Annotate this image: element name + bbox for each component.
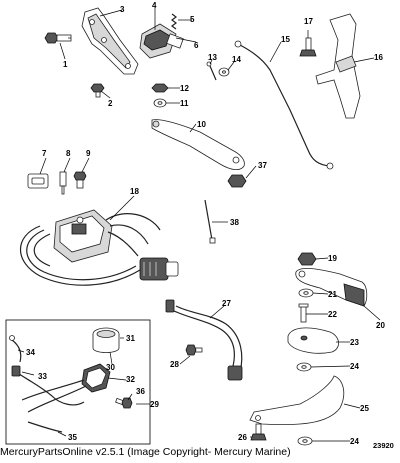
callout-20: 20: [376, 321, 385, 330]
callout-37: 37: [258, 161, 267, 170]
callout-22: 22: [328, 310, 337, 319]
part-34-lead: [9, 335, 22, 363]
callout-10: 10: [197, 120, 206, 129]
callout-24a: 24: [350, 362, 359, 371]
part-22-pin: [298, 303, 309, 323]
callout-36: 36: [136, 387, 145, 396]
callout-17: 17: [304, 17, 313, 26]
part-3-bracket: [81, 7, 139, 75]
callout-3: 3: [120, 5, 125, 14]
callout-27: 27: [222, 299, 231, 308]
callout-11: 11: [180, 99, 189, 108]
part-32-switch: [21, 363, 111, 413]
part-20-lever: [295, 268, 368, 307]
part-1-bolt: [44, 32, 72, 44]
part-31-cup: [92, 327, 120, 353]
part-12-nut: [151, 83, 169, 93]
callout-12: 12: [180, 84, 189, 93]
callouts: 1 2 3 4 5 6 7 8 9 10 11 12 13 14 15 16 1…: [26, 1, 385, 446]
part-17-bolt: [299, 37, 317, 57]
part-27-harness: [165, 299, 243, 381]
diagram-id: 23920: [373, 441, 394, 450]
callout-1: 1: [63, 60, 68, 69]
callout-34: 34: [26, 348, 35, 357]
part-9-connector: [73, 171, 87, 189]
part-5-spring: [171, 13, 177, 30]
callout-13: 13: [208, 53, 217, 62]
part-13-pin: [206, 61, 217, 81]
callout-31: 31: [126, 334, 135, 343]
callout-26: 26: [238, 433, 247, 442]
callout-25: 25: [360, 404, 369, 413]
callout-24b: 24: [350, 437, 359, 446]
callout-9: 9: [86, 149, 91, 158]
part-4-switch: [139, 23, 184, 59]
part-16-bracket: [315, 13, 361, 119]
part-37-nut: [227, 174, 247, 188]
callout-35: 35: [68, 433, 77, 442]
part-24-washer-b: [297, 436, 313, 446]
part-25-arc-bracket: [249, 375, 345, 426]
part-26-bolt: [250, 423, 267, 441]
callout-30: 30: [106, 363, 115, 372]
callout-16: 16: [374, 53, 383, 62]
callout-8: 8: [66, 149, 71, 158]
callout-2: 2: [108, 99, 113, 108]
callout-15: 15: [281, 35, 290, 44]
callout-23: 23: [350, 338, 359, 347]
callout-18: 18: [130, 187, 139, 196]
callout-7: 7: [42, 149, 47, 158]
callout-21: 21: [328, 290, 337, 299]
part-36-screw: [115, 397, 133, 409]
part-19-nut: [297, 252, 317, 266]
part-35-wire: [27, 421, 63, 433]
part-24-washer-a: [296, 362, 312, 372]
part-21-washer: [298, 288, 314, 298]
part-10-lever: [151, 119, 245, 170]
part-18-module: [19, 209, 179, 286]
part-33-wire: [11, 365, 85, 406]
callout-32: 32: [126, 375, 135, 384]
callout-5: 5: [190, 15, 195, 24]
callout-4: 4: [152, 1, 157, 10]
callout-19: 19: [328, 254, 337, 263]
callout-14: 14: [232, 55, 241, 64]
part-23-cam: [287, 327, 339, 354]
callout-28: 28: [170, 360, 179, 369]
part-2-bolt: [90, 83, 105, 98]
part-38-cable-tie: [204, 199, 216, 244]
callout-29: 29: [150, 400, 159, 409]
part-14-washer: [218, 67, 230, 77]
part-8-terminal: [59, 171, 67, 195]
copyright-footer: MercuryPartsOnline v2.5.1 (Image Copyrig…: [0, 446, 291, 458]
part-7-clip: [27, 173, 49, 189]
leader-lines: [17, 8, 381, 442]
callout-38: 38: [230, 218, 239, 227]
callout-6: 6: [194, 41, 199, 50]
part-29-kit-box: [5, 319, 151, 445]
part-15-rod: [234, 40, 334, 170]
part-28-screw: [185, 344, 203, 356]
part-11-washer: [153, 98, 167, 108]
callout-33: 33: [38, 372, 47, 381]
